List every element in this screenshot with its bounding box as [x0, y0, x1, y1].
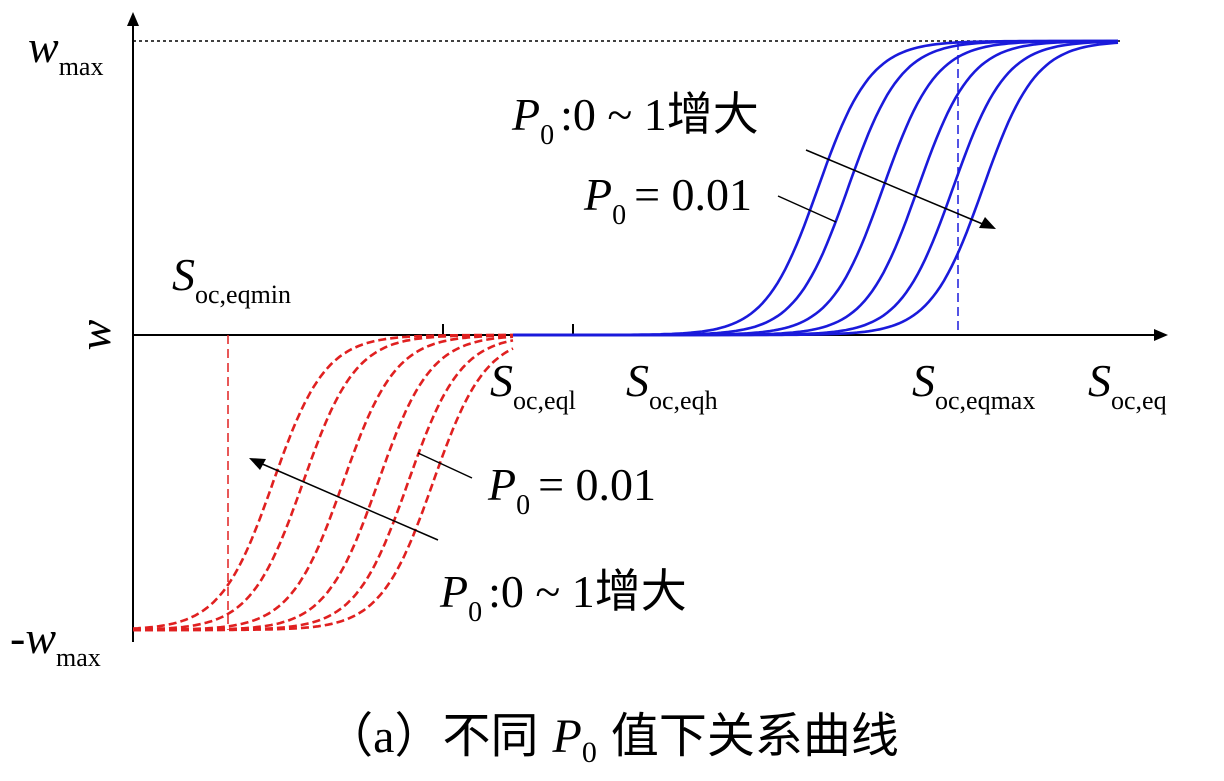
arrow-high-range — [805, 149, 986, 226]
tick-label-eql: Soc,eql — [490, 355, 576, 415]
high-curve-6 — [513, 41, 1119, 337]
annotation-high-p001: P0= 0.01 — [583, 169, 752, 231]
annotation-high-range: P0:0 ~ 1增大 — [511, 89, 759, 151]
y-axis-arrow — [127, 12, 139, 26]
marker-label-eqmin: Soc,eqmin — [172, 249, 291, 309]
y-axis-label: w — [69, 319, 120, 350]
x-axis-label: Soc,eq — [1088, 355, 1167, 415]
annotation-low-range: P0:0 ~ 1增大 — [439, 566, 687, 628]
y-bottom-label: -wmax — [10, 612, 101, 672]
arrow-low-range — [259, 462, 439, 541]
series-high-curves — [513, 39, 1119, 337]
y-top-label: wmax — [28, 21, 103, 81]
pointer-high-p001 — [777, 195, 837, 223]
marker-label-eqmax: Soc,eqmax — [912, 355, 1035, 415]
pointer-low-p001 — [417, 452, 473, 479]
low-curve-6 — [133, 347, 514, 632]
low-curve-1 — [132, 333, 513, 630]
arrow-high-range-head — [979, 217, 996, 229]
series-low-curves — [132, 333, 514, 632]
arrow-low-range-head — [249, 458, 266, 470]
low-curve-2 — [133, 333, 513, 631]
x-axis-arrow — [1154, 329, 1168, 341]
tick-label-eqh: Soc,eqh — [626, 355, 718, 415]
annotation-low-p001: P0= 0.01 — [487, 459, 656, 521]
